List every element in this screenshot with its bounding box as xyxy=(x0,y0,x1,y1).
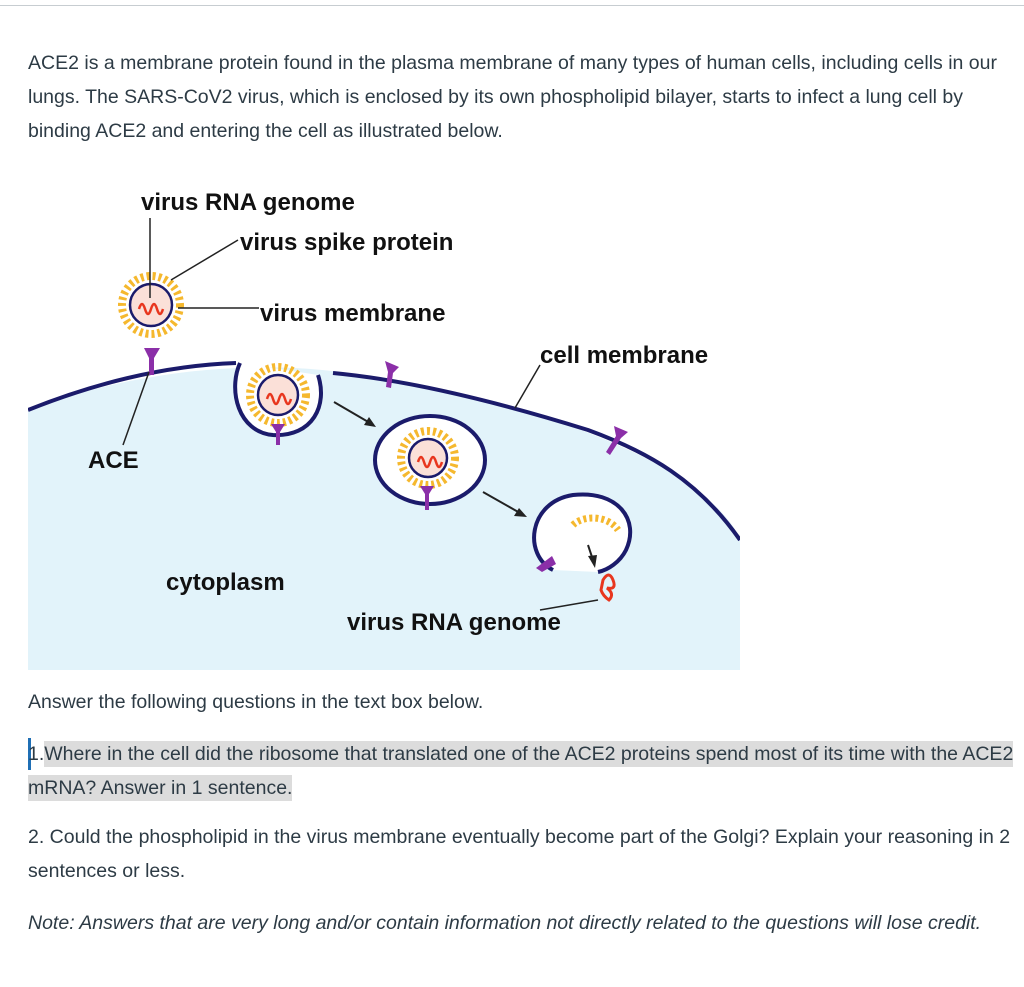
intro-paragraph: ACE2 is a membrane protein found in the … xyxy=(28,52,997,142)
arrow xyxy=(482,491,527,517)
cell-membrane-line xyxy=(28,361,740,542)
fused-vesicle xyxy=(532,492,633,602)
text-cursor-marker xyxy=(28,738,31,770)
ace-pointer xyxy=(122,371,150,446)
label-virus-rna-genome-released: virus RNA genome xyxy=(347,609,561,636)
note-text: Note: Answers that are very long and/or … xyxy=(28,912,982,934)
question-1-text: Where in the cell did the ribosome that … xyxy=(28,741,1014,801)
cell-membrane-pointer xyxy=(514,364,541,409)
arrow xyxy=(333,401,376,427)
ace2-receptor xyxy=(144,348,160,375)
cytoplasm-region xyxy=(28,367,740,670)
label-ace: ACE xyxy=(88,447,139,474)
label-virus-membrane: virus membrane xyxy=(260,300,445,327)
label-cytoplasm: cytoplasm xyxy=(166,569,285,596)
question-2: 2. Could the phospholipid in the virus m… xyxy=(28,826,1011,882)
label-virus-rna-genome: virus RNA genome xyxy=(141,189,355,216)
ace2-receptor xyxy=(606,426,628,455)
virus-entry-figure: virus RNA genome virus spike protein vir… xyxy=(28,180,740,670)
instructions-text: Answer the following questions in the te… xyxy=(28,691,484,713)
endocytosing-virus xyxy=(233,362,323,445)
spike-pointer xyxy=(170,239,239,281)
question-1-number: 1. xyxy=(28,743,45,765)
label-cell-membrane: cell membrane xyxy=(540,342,708,369)
free-virus xyxy=(118,272,184,338)
endosome-vesicle xyxy=(373,414,487,510)
question-1: 1.Where in the cell did the ribosome tha… xyxy=(28,737,1022,805)
label-virus-spike-protein: virus spike protein xyxy=(240,229,453,256)
ace2-receptor xyxy=(385,361,399,388)
top-divider xyxy=(0,0,1024,6)
bottom-rna-pointer xyxy=(539,599,599,611)
